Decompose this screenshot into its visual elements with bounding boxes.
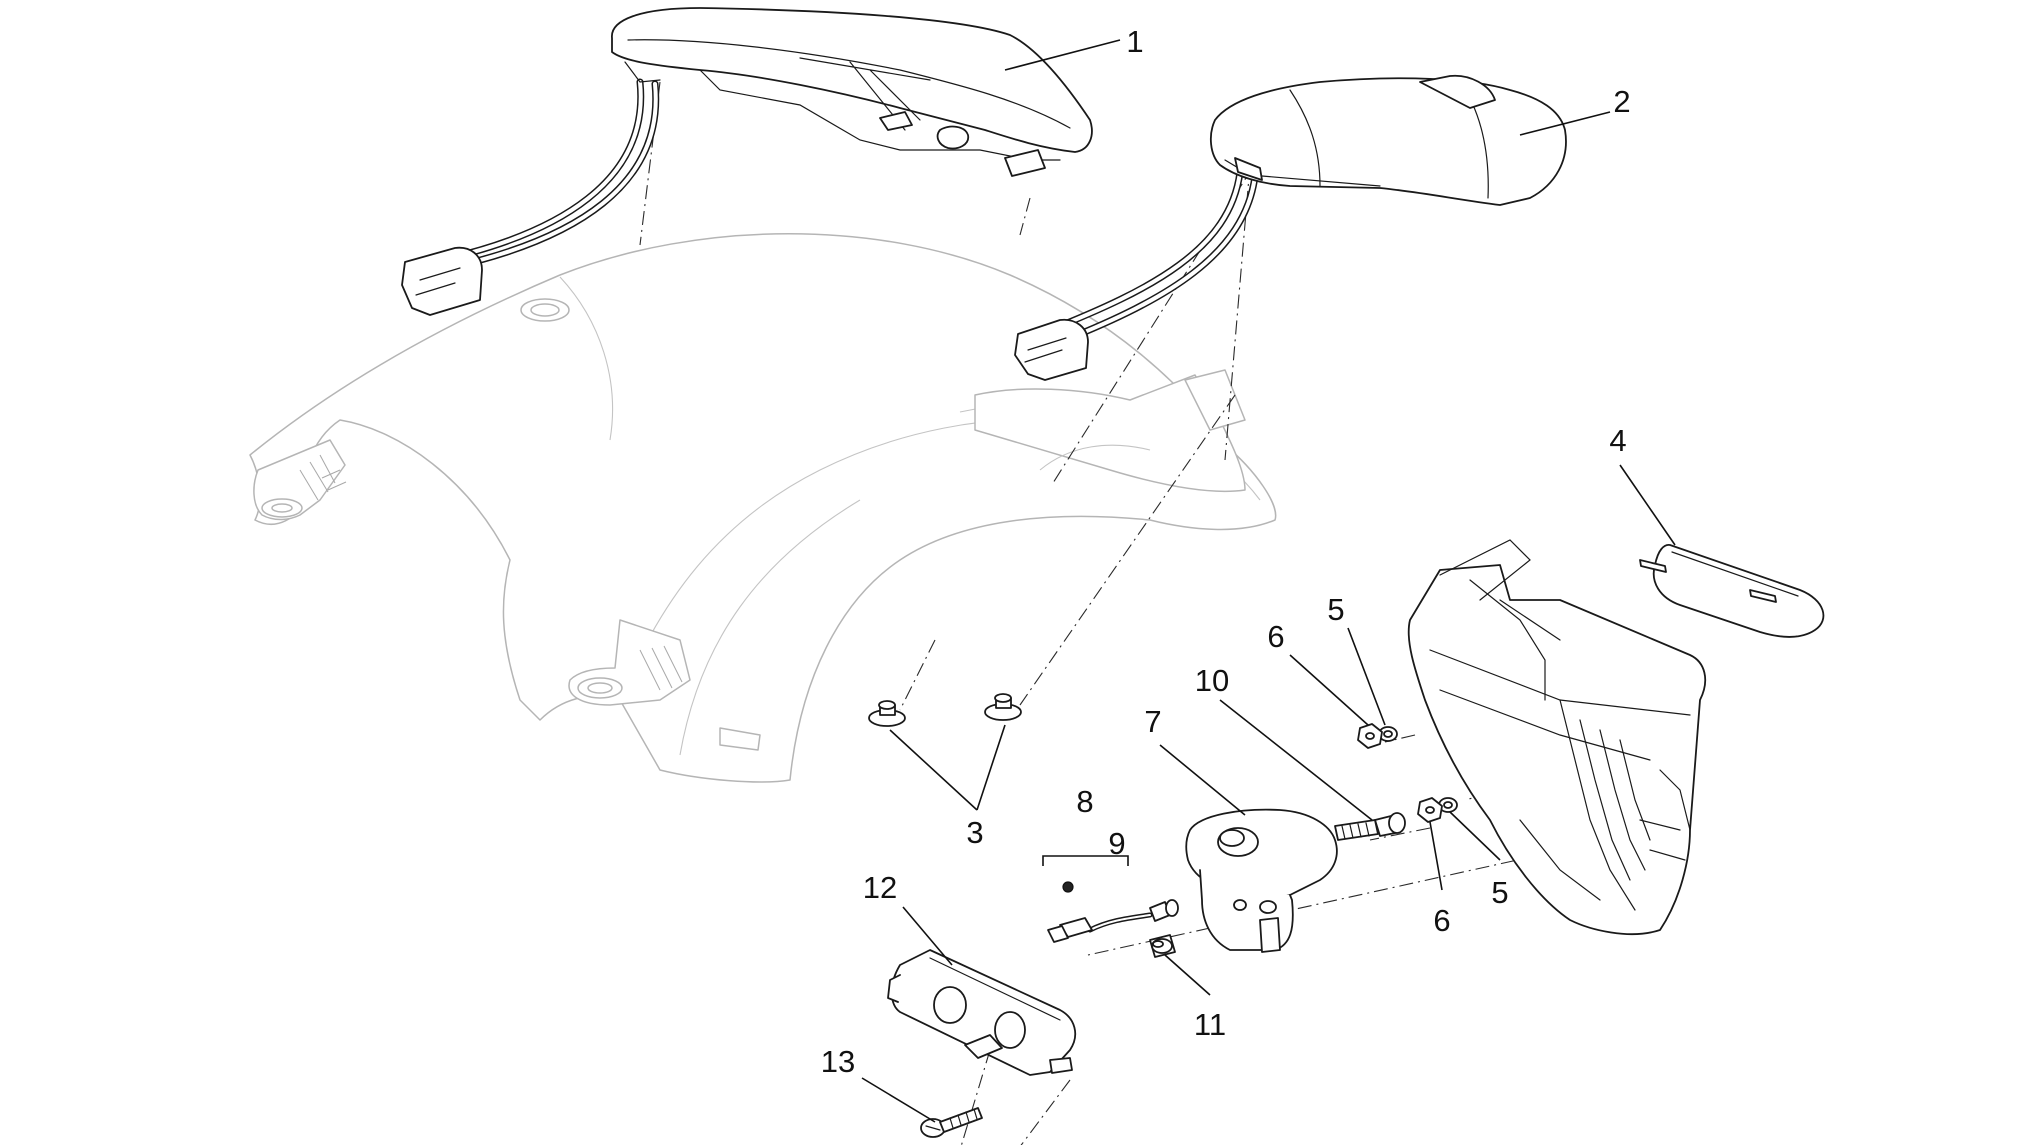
part-3-fasteners: [868, 693, 1022, 727]
callout-10: 10: [1195, 663, 1229, 698]
part-9-bulb: [1149, 899, 1179, 922]
callout-1: 1: [1126, 24, 1143, 59]
callout-12: 12: [863, 870, 897, 905]
part-6-nut-upper: [1357, 723, 1383, 749]
fastener-left: [868, 700, 906, 727]
part-4-reflector: [1639, 544, 1825, 638]
callout-3: 3: [966, 815, 983, 850]
callout-5-upper: 5: [1327, 592, 1344, 627]
part-7-light-housing: [1185, 808, 1338, 953]
part-10-screw: [1334, 812, 1406, 841]
part-2-right-indicator: [1014, 74, 1567, 381]
callout-4: 4: [1609, 423, 1626, 458]
leader-lines: [861, 39, 1676, 1123]
callout-6-upper: 6: [1267, 619, 1284, 654]
callout-9: 9: [1108, 826, 1125, 861]
callout-7: 7: [1144, 704, 1161, 739]
callout-13: 13: [821, 1044, 855, 1079]
part-8-wiring-group: [1042, 855, 1153, 943]
part-11-bushing: [1149, 934, 1176, 958]
part-13-screw: [920, 1107, 983, 1138]
callout-2: 2: [1613, 84, 1630, 119]
rear-fender-ghost: [249, 233, 1277, 783]
callout-5-lower: 5: [1491, 875, 1508, 910]
part-12-lens-cover: [887, 949, 1077, 1076]
part-6-nut-lower: [1417, 797, 1443, 823]
part-1-left-indicator: [401, 7, 1093, 316]
part-5-washer-lower: [1438, 797, 1458, 813]
callout-8: 8: [1076, 784, 1093, 819]
callout-6-lower: 6: [1433, 903, 1450, 938]
callout-labels: 1 2 3 4 5 5 6 6 7 8 9 10 11 12 13: [821, 24, 1631, 1079]
callout-11: 11: [1194, 1007, 1226, 1042]
license-plate-holder: [1407, 539, 1707, 936]
fastener-right: [984, 693, 1022, 721]
